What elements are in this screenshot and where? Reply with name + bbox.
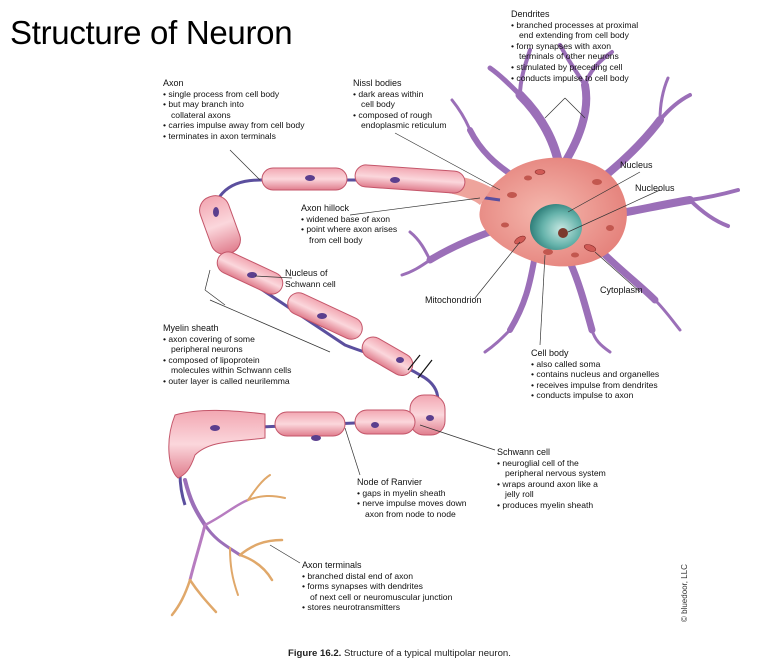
bullet: • but may branch into [163, 99, 244, 110]
label-heading: Axon hillock [301, 203, 350, 213]
bullet: collateral axons [171, 109, 231, 120]
label-heading: Node of Ranvier [357, 477, 423, 487]
label-dendrites: Dendrites • branched processes at proxim… [511, 9, 638, 83]
bullet: • forms synapses with dendrites [302, 581, 423, 592]
axon-break-marks [407, 354, 433, 379]
figure-caption: Figure 16.2. Structure of a typical mult… [288, 648, 511, 659]
bullet: from cell body [309, 234, 363, 245]
label-heading: Dendrites [511, 9, 550, 19]
leader-lines [229, 97, 661, 564]
label-myelin-sheath: Myelin sheath • axon covering of some pe… [163, 323, 291, 387]
bullet: peripheral neurons [171, 344, 243, 355]
label-heading: Mitochondrion [425, 295, 482, 305]
axon-terminals [170, 474, 286, 617]
label-nucleus: Nucleus [620, 160, 653, 171]
bullet: peripheral nervous system [505, 468, 606, 479]
bullet: • wraps around axon like a [497, 478, 598, 489]
label-axon: Axon • single process from cell body • b… [163, 78, 305, 142]
label-axon-hillock: Axon hillock • widened base of axon • po… [301, 203, 397, 245]
label-schwann-cell: Schwann cell • neuroglial cell of the pe… [497, 447, 606, 511]
bullet: • widened base of axon [301, 213, 391, 224]
copyright-notice: © bluedoor, LLC [680, 564, 689, 622]
label-axon-terminals: Axon terminals • branched distal end of … [302, 560, 452, 613]
cell-body [479, 157, 627, 267]
label-nissl-bodies: Nissl bodies • dark areas within cell bo… [353, 78, 447, 131]
label-heading: Axon terminals [302, 560, 362, 570]
label-heading: Myelin sheath [163, 323, 219, 333]
bullet: axon from node to node [365, 508, 456, 519]
bullet: molecules within Schwann cells [171, 365, 292, 376]
label-cytoplasm: Cytoplasm [600, 285, 643, 296]
bullet: • stimulated by preceding cell [511, 61, 623, 72]
label-heading: Nucleolus [635, 183, 675, 193]
bullet: • composed of rough [353, 109, 432, 120]
label-heading: Schwann cell [497, 447, 551, 457]
label-heading: Nucleus of [285, 268, 328, 278]
bullet: • produces myelin sheath [497, 499, 594, 510]
bullet: • single process from cell body [163, 88, 280, 99]
bullet: • conducts impulse to cell body [511, 72, 629, 83]
mitochondria [514, 169, 597, 252]
label-nucleolus: Nucleolus [635, 183, 675, 194]
bullet: • contains nucleus and organelles [531, 369, 660, 380]
label-mitochondrion: Mitochondrion [425, 295, 482, 306]
figure-caption-text: Structure of a typical multipolar neuron… [341, 648, 511, 659]
label-heading: Cytoplasm [600, 285, 643, 295]
label-node-of-ranvier: Node of Ranvier • gaps in myelin sheath … [357, 477, 467, 519]
label-heading: Axon [163, 78, 184, 88]
label-heading: Nucleus [620, 160, 653, 170]
bullet: • branched distal end of axon [302, 570, 413, 581]
figure-number: Figure 16.2. [288, 648, 342, 659]
nissl-bodies [501, 175, 614, 258]
bullet: of next cell or neuromuscular junction [310, 591, 453, 602]
label-line: Schwann cell [285, 278, 336, 289]
label-heading: Nissl bodies [353, 78, 402, 88]
bullet: • branched processes at proximal [511, 19, 639, 30]
nucleolus-shape [558, 228, 568, 238]
bullet: end extending from cell body [519, 30, 629, 41]
bullet: • axon covering of some [163, 333, 255, 344]
bullet: • also called soma [531, 358, 601, 369]
bullet: jelly roll [505, 489, 534, 500]
label-schwann-nucleus: Nucleus of Schwann cell [285, 268, 336, 289]
bullet: cell body [361, 99, 395, 110]
schwann-nuclei [210, 175, 434, 441]
bullet: • conducts impulse to axon [531, 390, 634, 401]
page-title: Structure of Neuron [10, 14, 293, 51]
label-heading: Cell body [531, 348, 569, 358]
bullet: • terminates in axon terminals [163, 130, 276, 141]
bullet: • receives impulse from dendrites [531, 379, 658, 390]
myelin-bracket [204, 269, 226, 306]
nucleus-shape [530, 204, 582, 250]
bullet: terminals of other neurons [519, 51, 619, 62]
bullet: • form synapses with axon [511, 40, 611, 51]
bullet: • outer layer is called neurilemma [163, 375, 290, 386]
bullet: • dark areas within [353, 88, 424, 99]
dendrites [400, 43, 740, 354]
myelin-bracket-line [209, 299, 331, 353]
bullet: • carries impulse away from cell body [163, 120, 305, 131]
bullet: • nerve impulse moves down [357, 498, 467, 509]
label-cell-body: Cell body • also called soma • contains … [531, 348, 659, 401]
bullet: • neuroglial cell of the [497, 457, 579, 468]
bullet: • composed of lipoprotein [163, 354, 260, 365]
bullet: • stores neurotransmitters [302, 602, 401, 613]
bullet: endoplasmic reticulum [361, 120, 447, 131]
bullet: • gaps in myelin sheath [357, 487, 446, 498]
bullet: • point where axon arises [301, 224, 398, 235]
